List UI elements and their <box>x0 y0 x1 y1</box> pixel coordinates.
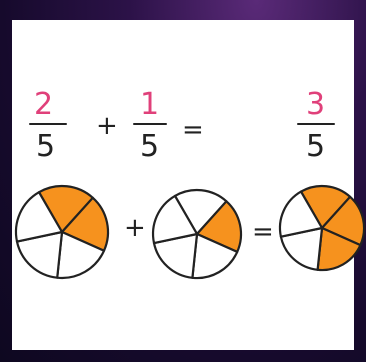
pie-slice-shaded <box>195 200 243 253</box>
pie-plus: + <box>124 213 146 243</box>
fraction-result-denominator: 5 <box>306 129 325 164</box>
equation-plus: + <box>96 111 118 141</box>
pie-slice <box>279 226 324 271</box>
fraction-a-numerator: 2 <box>34 87 53 122</box>
pie-slice <box>173 188 228 236</box>
pie-slice <box>151 194 199 245</box>
fraction-b-numerator: 1 <box>140 87 159 122</box>
pie-slice-shaded <box>299 184 352 230</box>
pie-slice <box>15 230 64 279</box>
pie-a <box>14 184 110 280</box>
pie-result <box>278 184 366 272</box>
pie-slice-shaded <box>60 196 110 252</box>
fraction-a-denominator: 5 <box>36 129 55 164</box>
pie-equals: = <box>252 217 274 247</box>
pie-slice-shaded <box>37 184 94 234</box>
pie-slice <box>191 232 239 280</box>
fraction-result-numerator: 3 <box>306 87 325 122</box>
pie-slice <box>152 232 199 279</box>
pie-slice <box>14 191 64 243</box>
pie-b <box>151 188 243 280</box>
pie-slice <box>278 190 324 238</box>
content-card <box>12 20 354 350</box>
fraction-b-denominator: 5 <box>140 129 159 164</box>
equation-equals: = <box>182 115 204 145</box>
pie-slice <box>56 230 106 280</box>
pie-slice-shaded <box>320 195 366 247</box>
pie-slice-shaded <box>316 226 362 272</box>
